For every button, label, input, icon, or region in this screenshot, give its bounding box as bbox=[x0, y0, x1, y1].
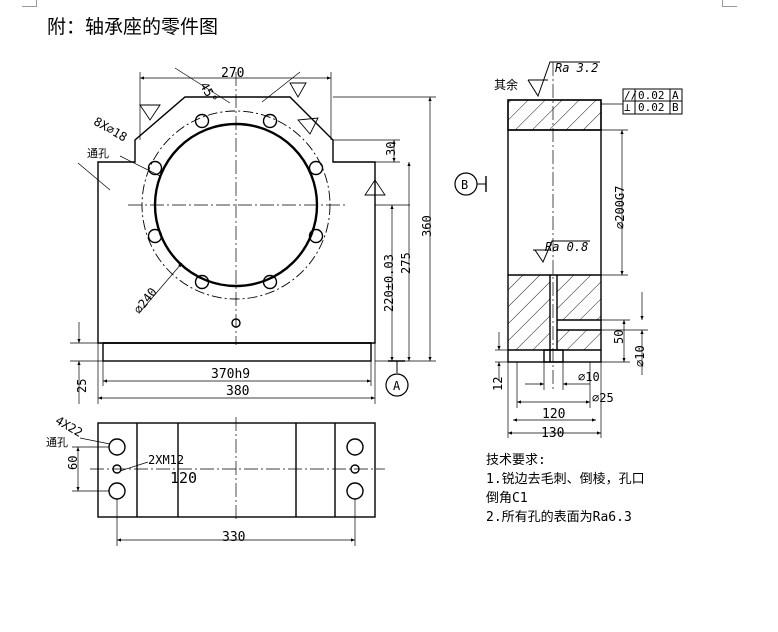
tolerance-row1-datum: A bbox=[672, 89, 679, 102]
dim-phi10-bottom: ⌀10 bbox=[578, 370, 600, 384]
hatched-top bbox=[507, 99, 602, 131]
bolt-hole bbox=[308, 160, 324, 176]
tolerance-row2-value: 0.02 bbox=[638, 101, 665, 114]
notes-line-1: 1.锐边去毛刺、倒棱，孔口 bbox=[486, 472, 645, 487]
dim-25: 25 bbox=[75, 379, 89, 393]
dim-220: 220±0.03 bbox=[382, 254, 396, 312]
bolt-holes bbox=[147, 113, 324, 290]
bolt-hole bbox=[308, 228, 324, 244]
dim-360: 360 bbox=[420, 215, 434, 237]
bolt-hole bbox=[194, 274, 210, 290]
dim-2xm12: 2XM12 bbox=[148, 453, 184, 467]
dim-50: 50 bbox=[612, 330, 626, 344]
bolt-hole bbox=[147, 160, 163, 176]
mount-hole bbox=[346, 482, 364, 500]
page-title: 附：轴承座的零件图 bbox=[47, 16, 219, 38]
tolerance-row2-datum: B bbox=[672, 101, 679, 114]
dim-270: 270 bbox=[221, 66, 244, 81]
dim-phi10-right: ⌀10 bbox=[633, 345, 647, 367]
page-corner-mark-left bbox=[22, 0, 37, 7]
datum-b-label: B bbox=[461, 178, 468, 192]
dim-60: 60 bbox=[66, 456, 80, 470]
dim-hole-circle: 8X⌀18 bbox=[91, 114, 129, 144]
technical-requirements: 技术要求: 1.锐边去毛刺、倒棱，孔口 倒角C1 2.所有孔的表面为Ra6.3 bbox=[486, 451, 645, 527]
top-view bbox=[72, 417, 385, 546]
dim-chamfer: 45° bbox=[197, 80, 220, 106]
side-view bbox=[454, 61, 683, 438]
label-through-front: 通孔 bbox=[87, 147, 109, 160]
page-corner-mark-right bbox=[722, 0, 737, 7]
label-rest: 其余 bbox=[494, 77, 518, 92]
dim-120-top: 120 bbox=[170, 469, 197, 487]
label-through-top: 通孔 bbox=[46, 436, 68, 449]
top-view-outline bbox=[97, 422, 376, 518]
bolt-hole bbox=[147, 228, 163, 244]
tolerance-row1-symbol: // bbox=[624, 89, 637, 102]
dim-370h9: 370h9 bbox=[211, 367, 250, 382]
bolt-hole bbox=[262, 113, 278, 129]
roughness-ra32: Ra 3.2 bbox=[555, 61, 598, 75]
dim-130: 130 bbox=[541, 426, 564, 441]
dim-120-side: 120 bbox=[542, 407, 565, 422]
dim-330: 330 bbox=[222, 530, 245, 545]
notes-line-3: 2.所有孔的表面为Ra6.3 bbox=[486, 510, 632, 525]
dim-380-front: 380 bbox=[226, 384, 249, 399]
datum-a-circle bbox=[385, 373, 409, 397]
bolt-hole bbox=[194, 113, 210, 129]
tolerance-row2-symbol: ⊥ bbox=[624, 101, 631, 114]
roughness-ra08: Ra 0.8 bbox=[545, 240, 588, 254]
dim-30: 30 bbox=[384, 142, 398, 156]
dim-phi25: ⌀25 bbox=[592, 391, 614, 405]
notes-line-2: 倒角C1 bbox=[486, 491, 528, 506]
bolt-hole bbox=[262, 274, 278, 290]
mount-hole bbox=[346, 438, 364, 456]
front-view-base bbox=[102, 342, 372, 362]
dim-bore-200g7: ⌀200G7 bbox=[613, 186, 627, 229]
datum-a-label: A bbox=[393, 379, 401, 393]
notes-heading: 技术要求: bbox=[486, 453, 546, 468]
front-view bbox=[70, 67, 436, 404]
mount-hole bbox=[108, 482, 126, 500]
mount-hole bbox=[108, 438, 126, 456]
dim-bore-240: ⌀240 bbox=[131, 285, 160, 316]
dim-275: 275 bbox=[399, 252, 413, 274]
dim-12: 12 bbox=[491, 377, 505, 391]
tolerance-row1-value: 0.02 bbox=[638, 89, 665, 102]
